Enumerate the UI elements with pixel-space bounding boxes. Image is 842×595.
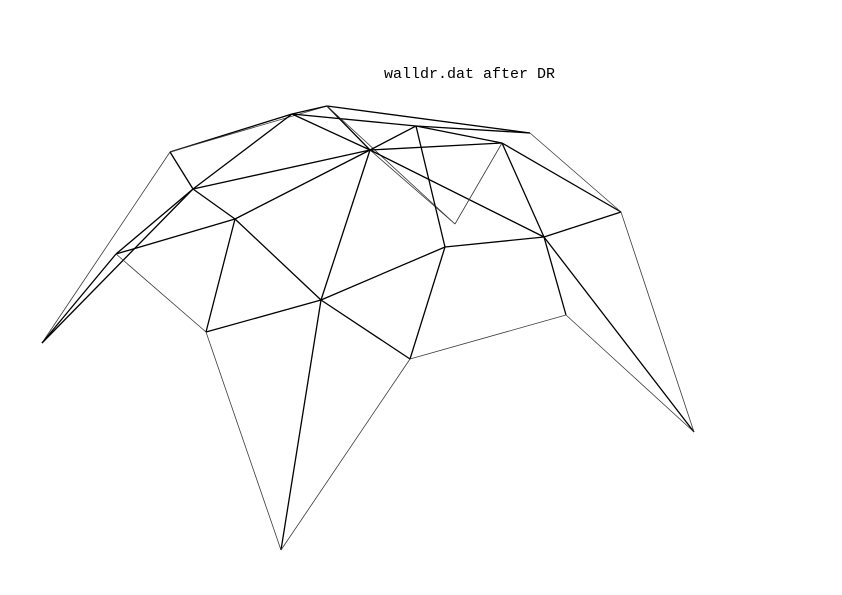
mesh-edge-C-H (169, 105, 328, 153)
mesh-edge-R-T (280, 358, 411, 551)
mesh-edge-N-O (543, 211, 622, 238)
mesh-edge-G-J (291, 113, 417, 127)
mesh-edge-B-D (115, 188, 194, 255)
mesh-edge-H-M (326, 105, 531, 134)
plot-title: walldr.dat after DR (384, 66, 555, 83)
mesh-edge-B-E (115, 218, 236, 255)
mesh-edge-D-I (192, 149, 371, 190)
mesh-edge-O-P (444, 236, 545, 248)
mesh-edge-I-E (234, 149, 371, 220)
mesh-edge-M-N (529, 132, 622, 213)
mesh-edge-D-G (192, 113, 293, 190)
mesh-edge-A-D (41, 188, 194, 344)
mesh-edge-H-I (326, 105, 371, 151)
mesh-edge-B-F (115, 253, 207, 333)
mesh-edge-E-Q (234, 218, 322, 301)
mesh-edge-Q-T (280, 299, 322, 551)
mesh-edge-J-L (415, 125, 503, 144)
mesh-edge-J-M (415, 125, 531, 134)
mesh-edge-P-Q (320, 246, 446, 301)
mesh-edge-L-N (501, 142, 622, 213)
mesh-edge-I-Q (320, 149, 371, 301)
mesh-edge-O-S (543, 236, 567, 316)
mesh-edge-Q-R (320, 299, 411, 360)
mesh-edge-K-L (454, 142, 503, 225)
mesh-edge-I-K (369, 149, 456, 225)
mesh-edge-J-P (415, 125, 446, 248)
mesh-edge-L-O (501, 142, 545, 238)
mesh-edges (41, 105, 695, 551)
mesh-edge-P-R (409, 246, 446, 360)
mesh-edge-H-K (326, 105, 456, 225)
mesh-edge-I-O (369, 149, 545, 238)
mesh-edge-I-L (369, 142, 503, 151)
mesh-edge-F-T (205, 331, 282, 551)
mesh-edge-I-J (369, 125, 417, 151)
mesh-edge-D-E (192, 188, 236, 220)
mesh-edge-E-F (205, 218, 236, 333)
mesh-edge-S-U (565, 314, 695, 433)
mesh-edge-N-U (620, 211, 695, 433)
mesh-edge-G-I (291, 113, 371, 151)
mesh-edge-O-U (543, 236, 695, 433)
mesh-edge-F-Q (205, 299, 322, 333)
mesh-edge-A-B (41, 253, 117, 344)
mesh-edge-A-C (41, 151, 171, 344)
mesh-edge-R-S (409, 314, 567, 360)
mesh-edge-G-H (291, 105, 328, 115)
mesh-edge-C-D (169, 151, 194, 190)
